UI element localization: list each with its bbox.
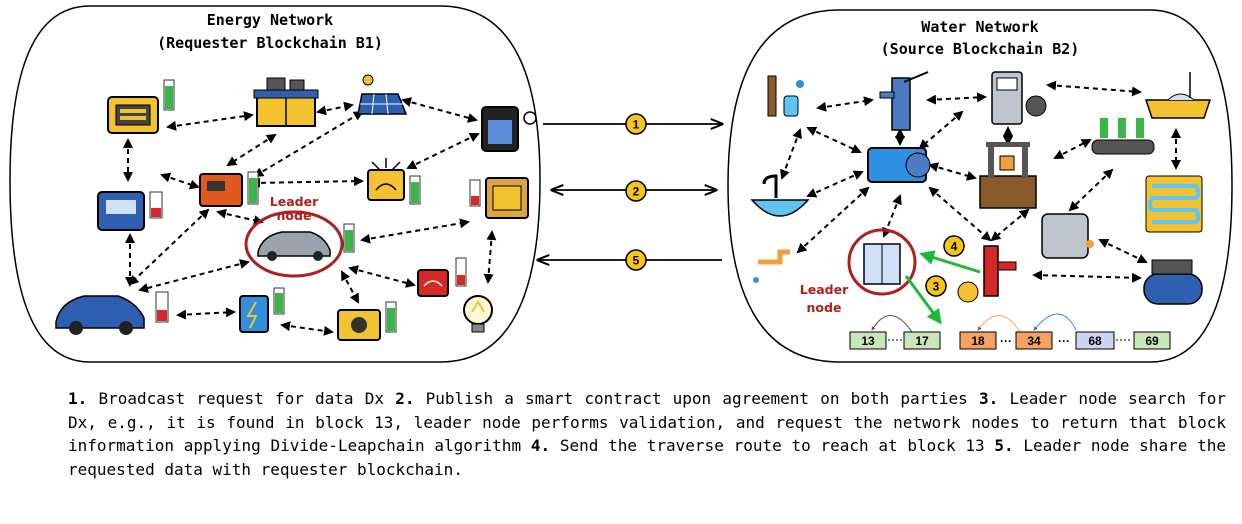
energy-network-subtitle: (Requester Blockchain B1) <box>157 34 383 52</box>
leader-node-shower: Leader node <box>800 228 917 315</box>
step-badge-4: 4 <box>943 235 965 257</box>
water-leader-ring <box>847 228 917 296</box>
block-chain: 13 17 18 ··· 34 ··· 68 <box>849 313 1171 350</box>
caption-step-3-number: 3. <box>979 389 999 408</box>
blue-battery-icon <box>239 287 285 333</box>
small-meter-icon <box>417 257 467 297</box>
caption-step-5-text: Leader node share the requested data wit… <box>68 436 1226 479</box>
svg-text:4: 4 <box>951 240 958 254</box>
energy-leader-label-2: node <box>277 208 312 223</box>
step-badge-5: 5 <box>625 249 647 271</box>
water-network-subtitle: (Source Blockchain B2) <box>881 40 1080 58</box>
block-17: 17 <box>903 331 941 350</box>
block-68: 68 <box>1075 331 1115 350</box>
caption-step-3-text: Leader node search for Dx, e.g., it is f… <box>68 389 1227 456</box>
svg-text:69: 69 <box>1145 334 1159 348</box>
oven-icon <box>481 106 537 152</box>
generator-icon <box>107 79 175 134</box>
outdoor-tap-icon <box>753 249 790 283</box>
hand-pump-icon <box>879 71 929 131</box>
svg-text:18: 18 <box>971 334 985 348</box>
step-3-arrows <box>904 250 981 325</box>
figure-caption: 1. Broadcast request for data Dx 2. Publ… <box>68 387 1226 481</box>
step-badge-3: 3 <box>925 275 947 297</box>
caption-step-1-number: 1. <box>68 389 88 408</box>
caption-step-1-text: Broadcast request for data Dx <box>98 389 384 408</box>
power-meter-icon <box>367 158 421 205</box>
leader-ring <box>244 210 344 278</box>
electric-car-icon <box>55 291 169 335</box>
battery-station-icon <box>97 191 163 231</box>
bottling-conveyor-icon <box>1091 118 1155 155</box>
water-network-title: Water Network <box>921 18 1038 36</box>
light-bulb-icon <box>463 295 493 333</box>
water-well-icon <box>979 142 1037 209</box>
compressor-icon <box>1143 259 1203 305</box>
bathtub-icon <box>1144 72 1212 119</box>
battery-cabinet-icon <box>469 177 529 219</box>
water-network-boundary <box>727 9 1233 363</box>
wash-basin-icon <box>750 174 810 217</box>
water-pump-icon <box>867 147 931 183</box>
cross-chain-arrows: 1 2 5 <box>538 113 722 271</box>
energy-network-title: Energy Network <box>207 11 333 29</box>
svg-text:68: 68 <box>1088 334 1102 348</box>
valve-gauge-icon <box>957 245 1017 303</box>
svg-text:34: 34 <box>1027 334 1041 348</box>
energy-network: Energy Network (Requester Blockchain B1) <box>9 5 541 363</box>
svg-text:17: 17 <box>915 334 929 348</box>
leader-node-car: Leader node <box>244 194 355 278</box>
water-tank-icon <box>1041 213 1094 259</box>
step-badge-2: 2 <box>625 180 647 202</box>
stove-icon <box>253 77 319 127</box>
water-links <box>780 80 1181 283</box>
caption-step-2-text: Publish a smart contract upon agreement … <box>425 389 968 408</box>
water-network: Water Network (Source Blockchain B2) <box>727 9 1233 363</box>
svg-text:1: 1 <box>633 118 640 132</box>
block-18: 18 <box>959 331 997 350</box>
blockchain-interoperability-diagram: Energy Network (Requester Blockchain B1) <box>9 5 1233 363</box>
svg-text:3: 3 <box>933 280 940 294</box>
power-box-icon <box>337 301 397 341</box>
water-heater-coil-icon <box>1145 175 1203 233</box>
caption-step-2-number: 2. <box>395 389 415 408</box>
block-ellipsis: ··· <box>1000 334 1012 348</box>
svg-text:13: 13 <box>861 334 875 348</box>
svg-text:5: 5 <box>633 254 640 268</box>
energy-leader-label-1: Leader <box>270 194 319 209</box>
water-leader-label-1: Leader <box>800 282 849 297</box>
water-leader-label-2: node <box>807 300 842 315</box>
caption-step-5-number: 5. <box>994 436 1014 456</box>
caption-step-4-number: 4. <box>530 436 551 456</box>
energy-network-boundary <box>9 5 541 363</box>
step-badge-1: 1 <box>625 113 647 135</box>
water-dispenser-icon <box>767 75 804 117</box>
block-34: 34 <box>1015 331 1053 350</box>
svg-text:2: 2 <box>633 185 640 199</box>
block-69: 69 <box>1133 331 1171 350</box>
solar-panel-icon <box>357 74 408 115</box>
block-ellipsis: ··· <box>1058 334 1070 348</box>
water-meter-pump-icon <box>991 71 1047 125</box>
block-13: 13 <box>849 331 887 350</box>
red-generator-icon <box>199 171 259 207</box>
energy-links <box>123 97 497 336</box>
caption-step-4-text: Send the traverse route to reach at bloc… <box>559 436 985 456</box>
